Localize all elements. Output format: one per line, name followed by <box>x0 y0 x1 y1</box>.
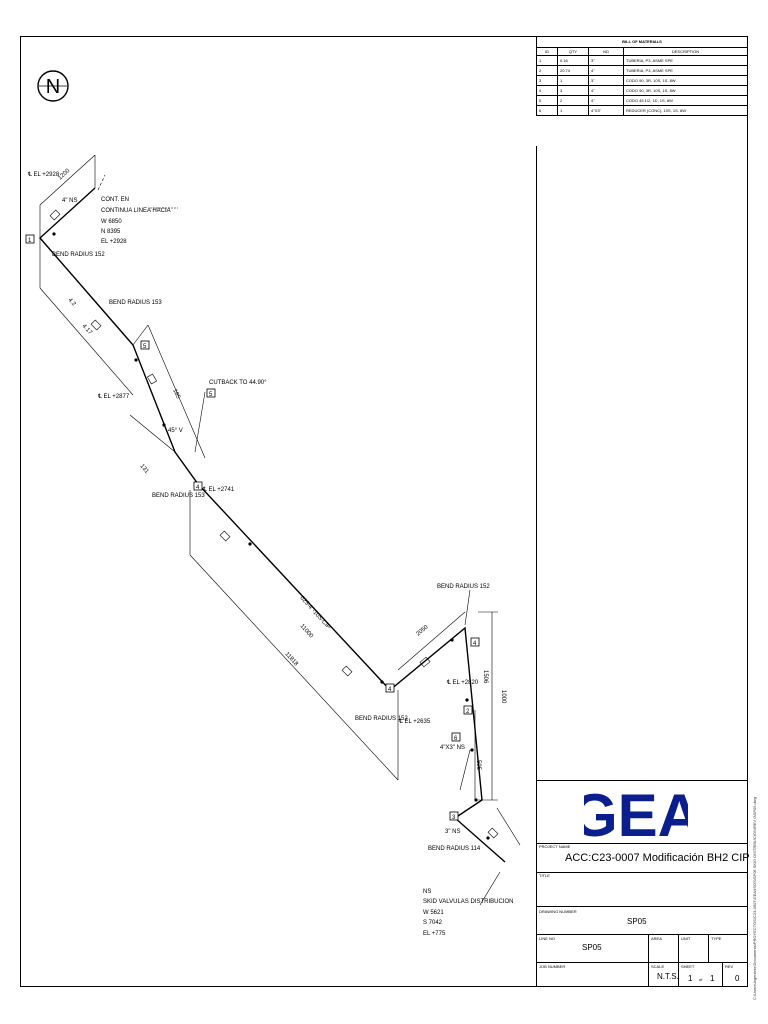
bill-of-materials: BILL OF MATERIALS ID QTY ND DESCRIPTION … <box>536 36 748 116</box>
titleblock-divider <box>678 934 679 962</box>
sheet-value: 1 <box>688 974 693 983</box>
line-no-label: LINE NO <box>539 936 556 941</box>
label-cont-1: CONTINUA LINEA HACIA <box>101 208 171 214</box>
tag-boxes: 1 5 5 4 4 4 2 6 3 <box>25 234 480 821</box>
label-bend5: BEND RADIUS 152 <box>355 716 408 722</box>
label-bend6: BEND RADIUS 114 <box>428 846 481 852</box>
sheet-total: 1 <box>710 974 715 983</box>
north-arrow: N <box>35 68 71 104</box>
titleblock-divider <box>648 962 649 987</box>
titleblock-divider <box>722 962 723 987</box>
label-skid-1: SKID VALVULAS DISTRIBUCION <box>423 899 513 905</box>
type-label: TYPE <box>711 936 722 941</box>
label-cont-2: W 6850 <box>101 219 122 225</box>
titleblock-rule <box>536 843 748 844</box>
title-label: TITLE <box>539 873 550 878</box>
label-el3: ℄ EL +2741 <box>202 487 235 493</box>
label-dim5b: 11818 <box>284 651 300 668</box>
label-skid-2: W 5621 <box>423 910 444 916</box>
label-bend1: BEND RADIUS 152 <box>52 252 105 258</box>
tag-5b: 5 <box>209 392 213 398</box>
label-skid-0: NS <box>423 889 431 895</box>
unit-label: UNIT <box>681 936 691 941</box>
titleblock-divider <box>708 934 709 962</box>
component-markers <box>49 209 499 839</box>
rev-value: 0 <box>735 974 740 983</box>
titleblock-divider <box>648 934 649 962</box>
label-skid-4: EL +775 <box>423 931 446 937</box>
titleblock-rule <box>536 906 748 907</box>
label-ns3: 3" NS <box>445 829 460 835</box>
pipe-route <box>39 187 506 863</box>
label-bend2: BEND RADIUS 153 <box>109 300 162 306</box>
label-el1: ℄ EL +2928 <box>27 172 60 178</box>
label-dim7: 1506 <box>482 670 488 684</box>
titleblock-rule <box>536 934 748 935</box>
label-dim3: 185 <box>171 388 181 400</box>
job-number-label: JOB NUMBER <box>539 964 566 969</box>
project-name: ACC:C23-0007 Modificación BH2 CIP <box>565 852 750 864</box>
titleblock-rule <box>536 962 748 963</box>
leaders <box>97 174 501 906</box>
label-dim8: 1000 <box>500 690 506 704</box>
label-reducer: 4"X3" NS <box>440 745 465 751</box>
of-label: of <box>699 977 703 982</box>
tag-1: 1 <box>28 238 32 244</box>
tag-5a: 5 <box>143 344 147 350</box>
label-ns1: 4" NS <box>62 198 77 204</box>
label-dim6: 2050 <box>415 624 430 638</box>
label-el4: ℄ EL +2820 <box>446 680 479 686</box>
rev-label: REV <box>725 964 734 969</box>
tag-3: 3 <box>452 815 456 821</box>
tag-6: 6 <box>454 736 458 742</box>
tag-4c: 4 <box>473 641 477 647</box>
drawing-number: SP05 <box>627 917 647 926</box>
label-el2: ℄ EL +2877 <box>97 394 130 400</box>
tag-2: 2 <box>466 709 470 715</box>
label-el5: ℄ EL +2635 <box>398 719 431 725</box>
scale-label: SCALE <box>651 964 665 969</box>
drawing-labels: ℄ EL +2928 4" NS 1200 CONT. EN CONTINUA … <box>27 168 513 937</box>
tag-4: 4 <box>196 485 200 491</box>
label-cutback: CUTBACK TO 44.90° <box>209 380 267 386</box>
bom-cell: REDUCER (CONC), 10S, 1S, 8W <box>623 105 748 116</box>
project-label: PROJECT NAME <box>539 844 571 849</box>
label-cont-0: CONT. EN <box>101 197 129 203</box>
area-label: AREA <box>651 936 662 941</box>
line-no: SP05 <box>582 943 602 952</box>
label-cont-3: N 8395 <box>101 229 121 235</box>
titleblock-divider <box>678 962 679 987</box>
dimension-lines <box>39 154 521 846</box>
label-skid-3: S 7042 <box>423 920 443 926</box>
gea-logo: GEA <box>571 782 701 849</box>
label-45v: 45° V <box>168 428 183 434</box>
drawing-number-label: DRAWING NUMBER <box>539 909 577 914</box>
weld-points <box>52 232 490 840</box>
tag-4b: 4 <box>388 687 392 693</box>
drawing-frame <box>20 36 748 987</box>
scale-value: N.T.S. <box>657 972 679 981</box>
north-letter: N <box>46 76 60 98</box>
label-bend3: BEND RADIUS 153 <box>152 493 205 499</box>
file-path: C:\Users\Ingeniero\Documents\PROYECTOS\C… <box>752 797 757 1000</box>
label-dim5: 11000 <box>299 623 315 640</box>
label-dim2: 4.17 <box>81 323 94 336</box>
label-dim4: 131 <box>138 463 149 475</box>
label-cont-4: EL +2928 <box>101 239 127 245</box>
titleblock-rule <box>536 780 748 781</box>
label-dim1: 1200 <box>57 168 71 182</box>
label-dim2b: 4.2 <box>67 297 77 308</box>
label-bend4: BEND RADIUS 152 <box>437 584 490 590</box>
label-dim9: 595 <box>475 760 481 771</box>
right-column <box>536 146 748 987</box>
sheet-label: SHEET <box>681 964 695 969</box>
titleblock-rule <box>536 872 748 873</box>
logo-text: GEA <box>584 784 688 840</box>
